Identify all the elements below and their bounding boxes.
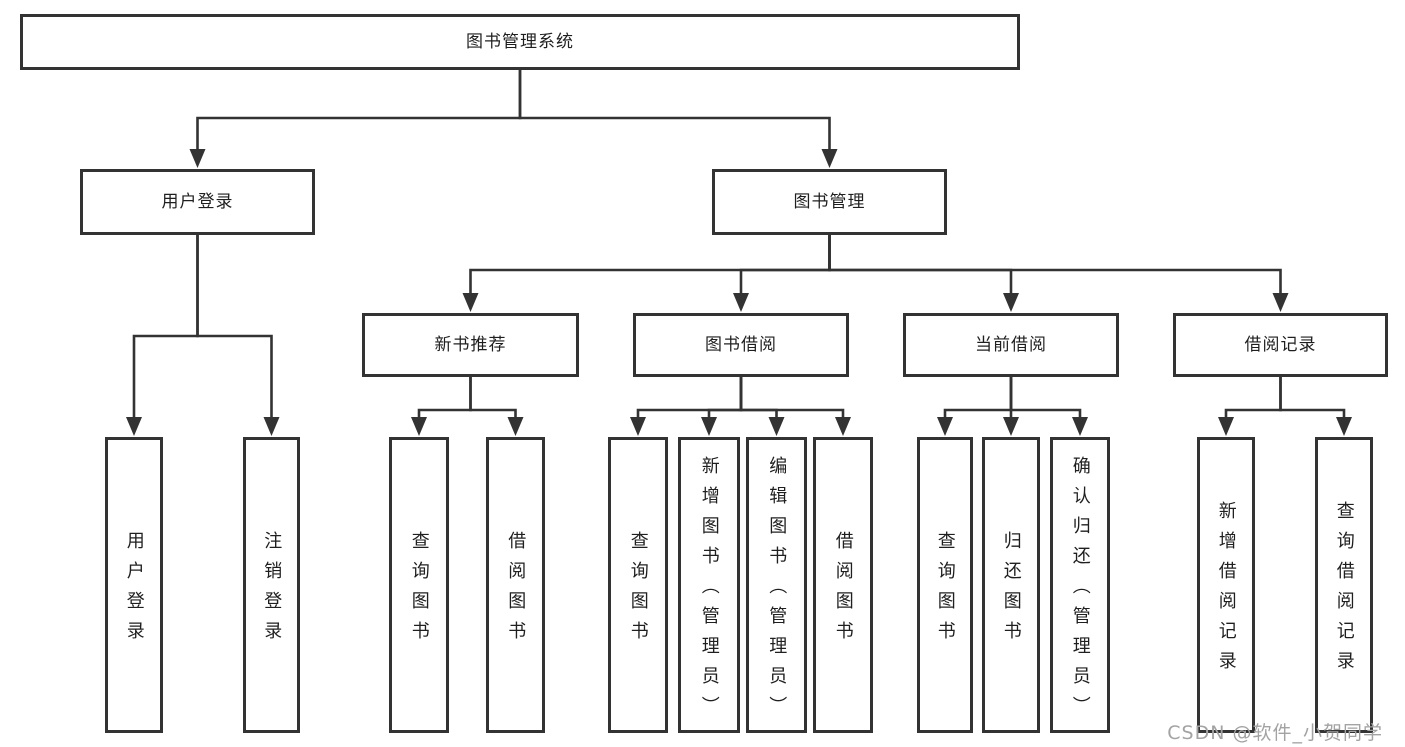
arrowhead-bb-query — [630, 417, 646, 436]
node-bb-edit: 编辑图书（管理员） — [746, 437, 807, 733]
node-cb-query: 查询图书 — [917, 437, 973, 733]
edge-book-mgmt-to-book-borrow — [739, 235, 831, 295]
edge-new-book-rec-to-nb-borrow — [469, 377, 517, 419]
node-user-login: 用户登录 — [80, 169, 315, 235]
node-root: 图书管理系统 — [20, 14, 1020, 70]
node-bb-borrow: 借阅图书 — [813, 437, 873, 733]
edge-user-login-to-ul-logout — [196, 235, 273, 419]
arrowhead-book-mgmt — [821, 149, 838, 168]
node-borrow-record: 借阅记录 — [1173, 313, 1388, 377]
arrowhead-bb-add — [701, 417, 717, 436]
edge-root-to-book-mgmt — [518, 70, 831, 151]
node-bb-query: 查询图书 — [608, 437, 668, 733]
node-br-query: 查询借阅记录 — [1315, 437, 1373, 733]
edge-book-mgmt-to-borrow-record — [828, 235, 1282, 295]
arrowhead-cb-query — [937, 417, 953, 436]
arrowhead-ul-logout — [263, 417, 280, 436]
edge-root-to-user-login — [196, 70, 522, 151]
node-book-borrow: 图书借阅 — [633, 313, 849, 377]
edge-book-borrow-to-bb-borrow — [739, 377, 845, 419]
edge-book-borrow-to-bb-query — [636, 377, 743, 419]
arrowhead-user-login — [189, 149, 206, 168]
edge-borrow-record-to-br-add — [1224, 377, 1282, 419]
edge-borrow-record-to-br-query — [1279, 377, 1346, 419]
node-nb-borrow: 借阅图书 — [486, 437, 545, 733]
arrowhead-cb-confirm — [1072, 417, 1088, 436]
arrowhead-book-borrow — [733, 293, 749, 312]
watermark-text: CSDN @软件_小贺同学 — [1167, 722, 1383, 744]
node-cb-return: 归还图书 — [982, 437, 1040, 733]
node-ul-logout: 注销登录 — [243, 437, 300, 733]
edge-current-borrow-to-cb-confirm — [1009, 377, 1082, 419]
arrowhead-nb-query — [411, 417, 427, 436]
arrowhead-nb-borrow — [507, 417, 524, 436]
edge-user-login-to-ul-login — [132, 235, 199, 419]
node-ul-login: 用户登录 — [105, 437, 163, 733]
arrowhead-new-book-rec — [462, 293, 479, 312]
arrowhead-cb-return — [1003, 417, 1019, 436]
arrowhead-bb-edit — [768, 417, 785, 436]
edge-current-borrow-to-cb-query — [943, 377, 1013, 419]
edge-book-mgmt-to-current-borrow — [828, 235, 1013, 295]
edge-book-borrow-to-bb-edit — [739, 377, 778, 419]
node-new-book-rec: 新书推荐 — [362, 313, 579, 377]
arrowhead-br-add — [1218, 417, 1234, 436]
node-nb-query: 查询图书 — [389, 437, 449, 733]
arrowhead-current-borrow — [1003, 293, 1019, 312]
node-bb-add: 新增图书（管理员） — [678, 437, 740, 733]
edge-new-book-rec-to-nb-query — [417, 377, 472, 419]
node-cb-confirm: 确认归还（管理员） — [1050, 437, 1110, 733]
edge-book-borrow-to-bb-add — [707, 377, 743, 419]
arrowhead-borrow-record — [1272, 293, 1289, 312]
arrowhead-br-query — [1336, 417, 1352, 436]
arrowhead-ul-login — [126, 417, 142, 436]
node-br-add: 新增借阅记录 — [1197, 437, 1255, 733]
edge-book-mgmt-to-new-book-rec — [469, 235, 831, 295]
arrowhead-bb-borrow — [835, 417, 851, 436]
node-current-borrow: 当前借阅 — [903, 313, 1119, 377]
node-book-mgmt: 图书管理 — [712, 169, 947, 235]
